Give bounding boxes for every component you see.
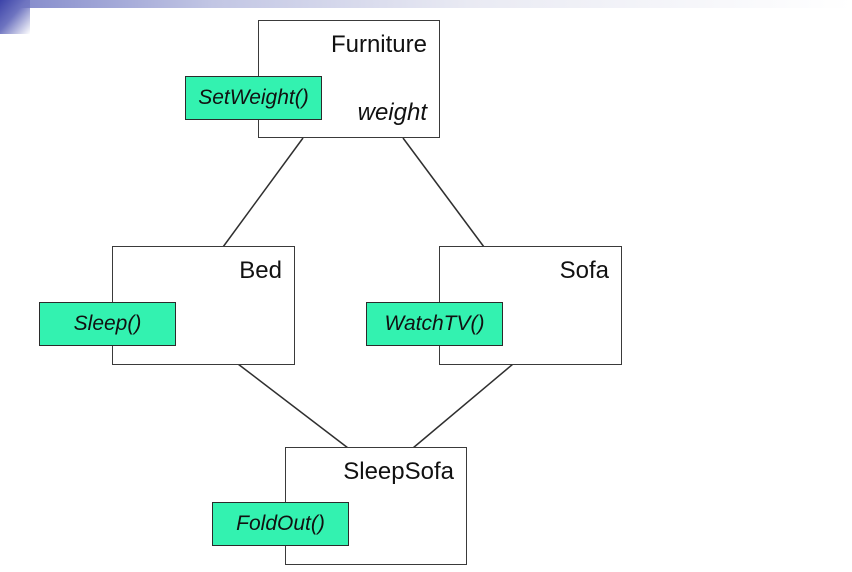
method-foldout: FoldOut() <box>212 502 349 546</box>
class-name: Sofa <box>559 257 609 284</box>
class-attribute: weight <box>357 99 427 126</box>
class-name: Bed <box>239 257 282 284</box>
edge-sleepsofa-bed <box>237 363 349 449</box>
method-setweight: SetWeight() <box>185 76 322 120</box>
class-furniture: Furniture weight <box>258 20 440 138</box>
slide-corner-accent <box>0 0 30 34</box>
class-name: SleepSofa <box>343 458 454 485</box>
method-watchtv: WatchTV() <box>366 302 503 346</box>
method-sleep: Sleep() <box>39 302 176 346</box>
edge-bed-furniture <box>222 137 304 248</box>
edge-sofa-furniture <box>402 137 485 248</box>
edge-sleepsofa-sofa <box>412 363 514 449</box>
class-name: Furniture <box>330 31 427 58</box>
slide-header-bar <box>0 0 852 8</box>
